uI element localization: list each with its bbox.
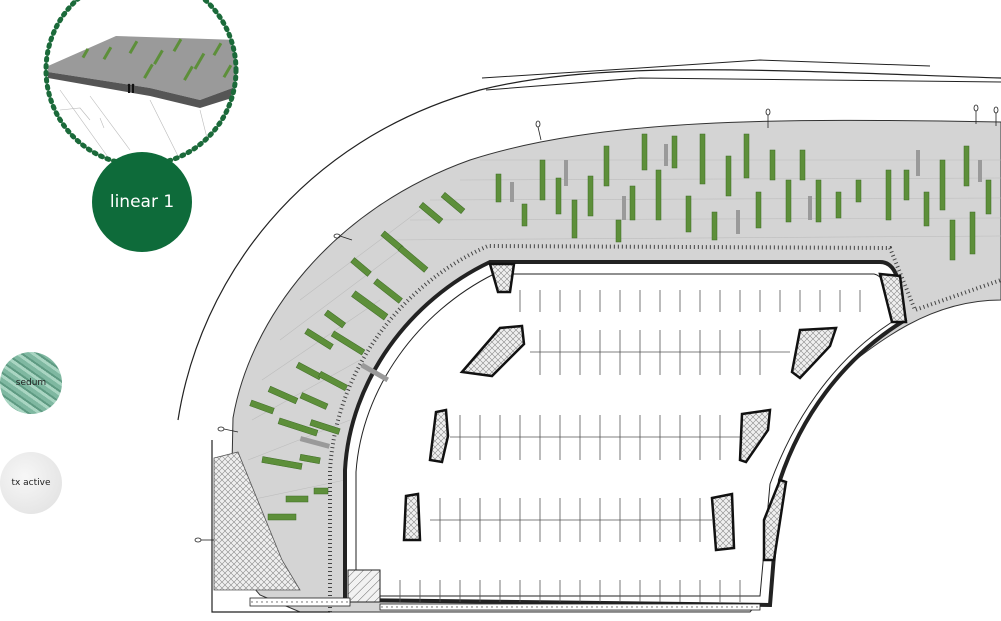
legend-swatch-tx-active: tx active	[0, 452, 62, 514]
zone-badge: linear 1	[92, 152, 192, 252]
bottom-curb-band-2	[379, 603, 761, 611]
road-kerb-line	[481, 59, 931, 79]
paving-shadow-bars	[299, 144, 982, 449]
planting-strips	[249, 133, 992, 521]
parking-islands	[402, 262, 908, 562]
parking-stalls	[399, 290, 861, 602]
inset-perspective-view	[48, 36, 235, 161]
legend-label-tx-active: tx active	[11, 478, 51, 488]
ramp-hatch	[347, 569, 381, 603]
zone-badge-label: linear 1	[109, 192, 175, 212]
site-boundary	[211, 440, 330, 613]
legend-swatch-sedum: sedum	[0, 352, 62, 414]
road-edge-line	[177, 69, 1001, 421]
road-kerb-line-2	[485, 77, 1001, 91]
legend-label-sedum: sedum	[15, 378, 47, 388]
person-figure-icon	[127, 83, 135, 93]
bottom-curb-band	[249, 597, 351, 607]
hatched-paving	[213, 451, 301, 591]
